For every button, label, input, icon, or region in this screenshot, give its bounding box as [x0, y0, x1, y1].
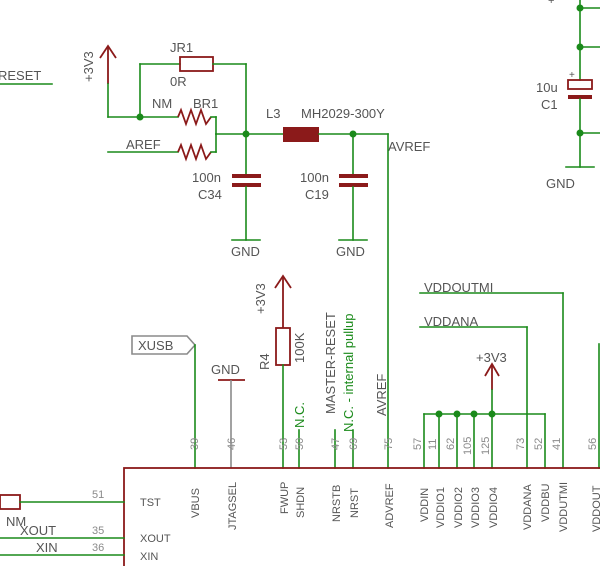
pin-name-jtagsel: JTAGSEL	[227, 482, 239, 530]
r4-label: R4	[257, 353, 272, 370]
pin-name-tst: TST	[140, 497, 161, 509]
c34-value: 100n	[192, 170, 221, 185]
svg-text:+: +	[569, 70, 575, 81]
c34-label: C34	[198, 187, 222, 202]
pin-name-vddbu: VDDBU	[540, 483, 552, 522]
nc-pullup-label: N.C. - internal pullup	[341, 314, 356, 433]
supply-3v3-left	[99, 44, 117, 118]
pin-name-vbus: VBUS	[190, 488, 202, 518]
supply-3v3-mid-label: +3V3	[253, 283, 268, 314]
gnd-label-2: GND	[336, 244, 365, 259]
c1-capacitor: +	[565, 0, 600, 168]
pin-69: 69	[348, 438, 360, 450]
c19-capacitor	[338, 133, 368, 241]
supply-3v3-left-label: +3V3	[81, 51, 96, 82]
nc-fwup-label: N.C.	[292, 402, 307, 428]
pin-36: 36	[92, 542, 104, 554]
xusb-flag	[131, 335, 197, 469]
avref-top-label: AVREF	[388, 139, 430, 154]
c19-label: C19	[305, 187, 329, 202]
pin-53: 53	[278, 438, 290, 450]
pin-name-nrst: NRST	[349, 488, 361, 518]
xout-net-label: XOUT	[20, 523, 56, 538]
pin-125: 125	[480, 437, 492, 455]
pin-75: 75	[383, 438, 395, 450]
pin-name-vddio1: VDDIO1	[435, 487, 447, 528]
master-reset-label: MASTER-RESET	[323, 312, 338, 414]
l3-value: MH2029-300Y	[301, 106, 385, 121]
c19-value: 100n	[300, 170, 329, 185]
pin-name-fwup: FWUP	[279, 482, 291, 514]
pin-35: 35	[92, 525, 104, 537]
svg-text:+: +	[548, 0, 554, 7]
c34-capacitor	[231, 133, 261, 241]
br1-bottom-resistor	[177, 142, 212, 162]
supply-3v3-right-label: +3V3	[476, 350, 507, 365]
junction-dot	[136, 113, 144, 121]
supply-3v3-right	[484, 362, 500, 415]
nm-label: NM	[152, 96, 172, 111]
pin-41: 41	[551, 438, 563, 450]
pin-62: 62	[445, 438, 457, 450]
gnd-label-1: GND	[231, 244, 260, 259]
pin-51: 51	[92, 489, 104, 501]
pin-names: VBUS JTAGSEL FWUP SHDN NRSTB NRST ADVREF…	[190, 482, 600, 532]
gnd-jtag-label: GND	[211, 362, 240, 377]
pin-numbers: 39 46 53 50 47 69 75 57 11 62 105 125 73…	[189, 437, 599, 455]
l3-label: L3	[266, 106, 280, 121]
pin-name-vddio2: VDDIO2	[453, 487, 465, 528]
pin-57: 57	[412, 438, 424, 450]
gnd-label-right: GND	[546, 176, 575, 191]
pin-105: 105	[462, 437, 474, 455]
vddoutmi-label: VDDOUTMI	[424, 280, 493, 295]
pin-name-shdn: SHDN	[295, 487, 307, 518]
pin-52: 52	[533, 438, 545, 450]
pin-name-nrstb: NRSTB	[331, 485, 343, 522]
xusb-label: XUSB	[138, 338, 173, 353]
pin-name-xin: XIN	[140, 551, 158, 563]
br1-label: BR1	[193, 96, 218, 111]
c1-label: C1	[541, 97, 558, 112]
pin-name-vddio3: VDDIO3	[470, 487, 482, 528]
pin-46: 46	[226, 438, 238, 450]
r4-value: 100K	[292, 332, 307, 363]
pin-name-vddana: VDDANA	[522, 483, 534, 530]
vddana-label: VDDANA	[424, 314, 479, 329]
pin-name-xout: XOUT	[140, 533, 171, 545]
pin-50: 50	[294, 438, 306, 450]
pin-73: 73	[515, 438, 527, 450]
jr1-label: JR1	[170, 40, 193, 55]
pin-11: 11	[427, 439, 439, 450]
br1-top-resistor	[177, 107, 212, 127]
left-pins: 51 TST NM XOUT 35 XOUT XIN 36 XIN	[0, 489, 171, 563]
pin-name-vddout: VDDOUT	[591, 485, 600, 532]
pin-56: 56	[587, 438, 599, 450]
jr1-value: 0R	[170, 74, 187, 89]
mcu-chip-outline	[123, 467, 600, 566]
nm-left-label: NM	[6, 514, 26, 529]
supply-3v3-mid	[274, 274, 292, 469]
c1-value: 10u	[536, 80, 558, 95]
pin-name-vddin: VDDIN	[419, 488, 431, 522]
pin-39: 39	[189, 438, 201, 450]
pin-name-advref: ADVREF	[384, 483, 396, 528]
pin-name-vddio4: VDDIO4	[488, 487, 500, 528]
jr1-resistor	[179, 56, 214, 72]
pin-name-vddutmi: VDDUTMI	[558, 482, 570, 532]
aref-label: AREF	[126, 137, 161, 152]
xin-net-label: XIN	[36, 540, 58, 555]
l3-ferrite	[283, 127, 319, 142]
pin-47: 47	[330, 438, 342, 450]
reset-label: RESET	[0, 68, 41, 83]
avref-vert-label: AVREF	[374, 374, 389, 416]
